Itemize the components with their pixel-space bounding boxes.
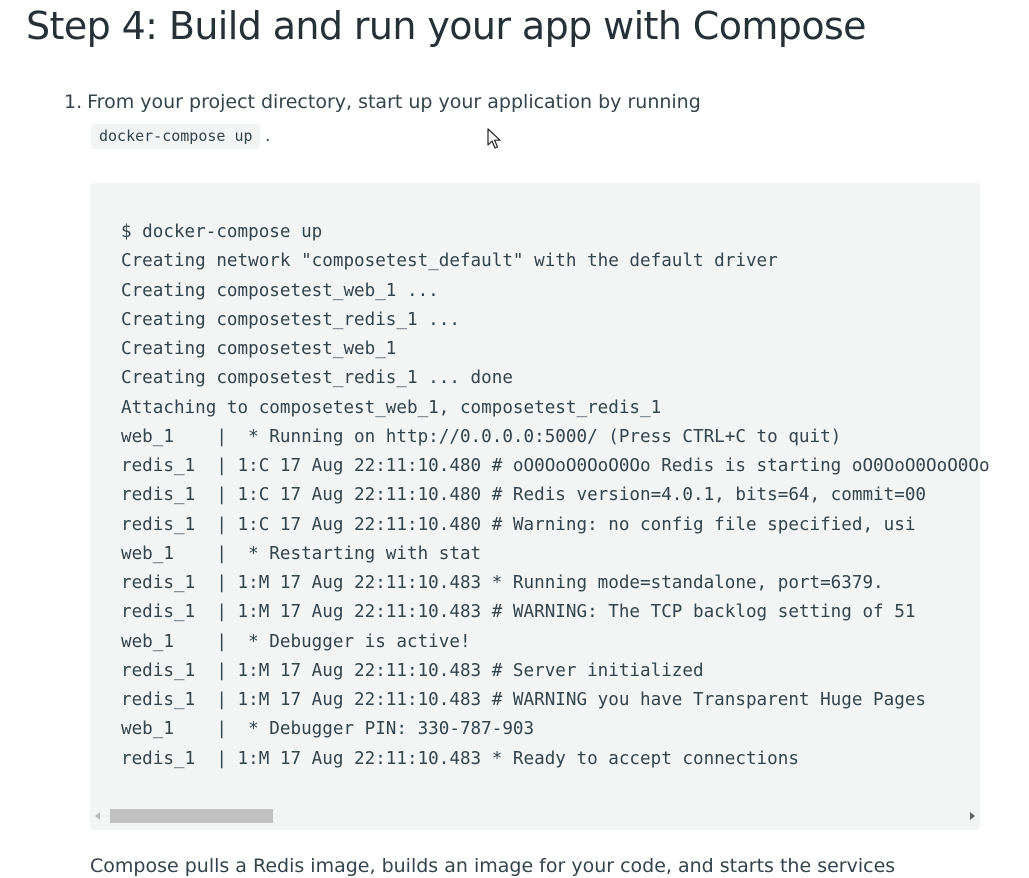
code-line: redis_1 | 1:C 17 Aug 22:11:10.480 # Redi… xyxy=(121,485,927,506)
horizontal-scrollbar[interactable] xyxy=(90,806,980,826)
code-block[interactable]: $ docker-compose up Creating network "com… xyxy=(90,183,990,830)
code-line: Creating composetest_redis_1 ... done xyxy=(121,368,513,389)
step-text: From your project directory, start up yo… xyxy=(87,91,701,113)
step-item: 1.From your project directory, start up … xyxy=(64,89,1004,115)
inline-command: docker-compose up xyxy=(91,124,260,149)
code-line: web_1 | * Running on http://0.0.0.0:5000… xyxy=(121,426,842,447)
code-line: redis_1 | 1:M 17 Aug 22:11:10.483 # WARN… xyxy=(121,602,916,623)
code-line: redis_1 | 1:M 17 Aug 22:11:10.483 * Read… xyxy=(121,748,799,769)
code-line: redis_1 | 1:M 17 Aug 22:11:10.483 # Serv… xyxy=(121,660,704,681)
code-line: redis_1 | 1:C 17 Aug 22:11:10.480 # oO0O… xyxy=(121,456,990,476)
code-line: web_1 | * Debugger is active! xyxy=(121,631,471,652)
code-line: web_1 | * Debugger PIN: 330-787-903 xyxy=(121,719,535,740)
step-number: 1. xyxy=(64,91,83,113)
code-line: Creating composetest_redis_1 ... xyxy=(121,309,460,330)
code-line: redis_1 | 1:C 17 Aug 22:11:10.480 # Warn… xyxy=(121,514,916,535)
code-line: Creating composetest_web_1 xyxy=(121,339,397,359)
code-line: web_1 | * Restarting with stat xyxy=(121,543,482,564)
code-line: $ docker-compose up xyxy=(121,222,323,242)
terminal-output: $ docker-compose up Creating network "com… xyxy=(121,218,990,774)
scroll-left-arrow-icon[interactable] xyxy=(95,812,100,820)
scrollbar-thumb[interactable] xyxy=(110,809,273,823)
step-list: 1.From your project directory, start up … xyxy=(64,89,1004,115)
code-line: Creating network "composetest_default" w… xyxy=(121,251,778,272)
code-line: Creating composetest_web_1 ... xyxy=(121,280,439,301)
scroll-right-arrow-icon[interactable] xyxy=(970,812,975,820)
page-title: Step 4: Build and run your app with Comp… xyxy=(26,4,867,48)
mouse-pointer-icon xyxy=(487,128,501,149)
command-suffix: . xyxy=(264,126,271,146)
command-row: docker-compose up . xyxy=(91,124,270,149)
code-line: redis_1 | 1:M 17 Aug 22:11:10.483 # WARN… xyxy=(121,690,927,710)
code-line: redis_1 | 1:M 17 Aug 22:11:10.483 * Runn… xyxy=(121,573,884,593)
description-paragraph: Compose pulls a Redis image, builds an i… xyxy=(90,855,896,877)
code-line: Attaching to composetest_web_1, composet… xyxy=(121,397,662,418)
